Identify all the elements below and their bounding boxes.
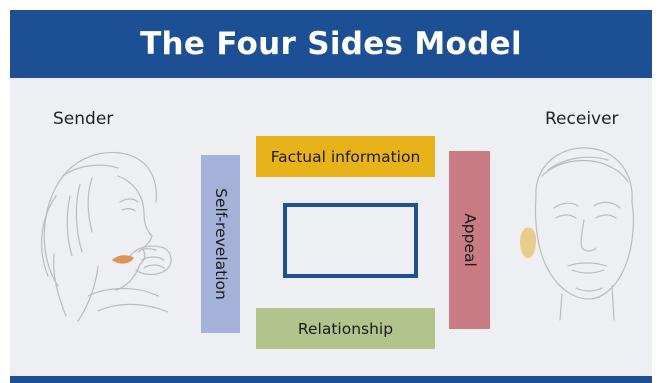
receiver-man-icon [520,147,635,321]
factual-information-label: Factual information [270,147,421,166]
diagram-title: The Four Sides Model [140,26,522,62]
appeal-box: Appeal [449,151,490,329]
factual-information-box: Factual information [256,136,435,177]
sender-woman-icon [41,151,172,322]
relationship-box: Relationship [256,308,435,349]
relationship-label: Relationship [297,319,394,338]
title-banner: The Four Sides Model [10,10,652,78]
footer-bar [10,376,652,383]
self-revelation-label: Self-revelation [211,188,230,300]
receiver-label: Receiver [545,109,619,129]
sender-label: Sender [53,109,114,129]
appeal-label: Appeal [460,213,479,267]
message-frame [283,203,418,278]
self-revelation-box: Self-revelation [201,155,240,333]
